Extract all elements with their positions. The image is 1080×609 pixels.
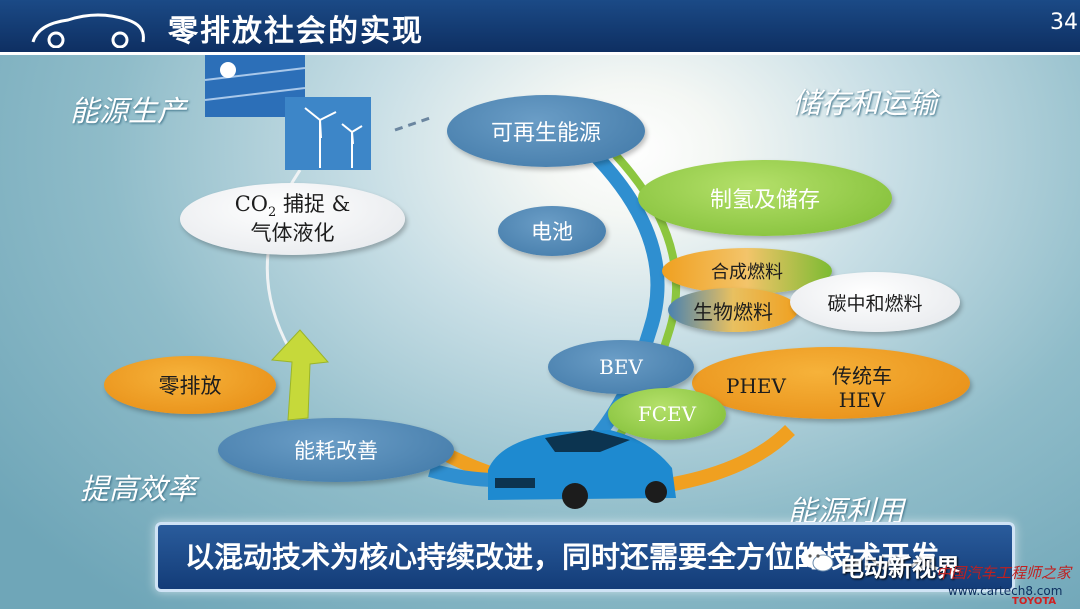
- node-traditional-vehicles: [692, 347, 970, 419]
- fuel-cell-car-icon: [488, 430, 676, 509]
- node-renewable-energy: 可再生能源: [447, 95, 645, 167]
- title-bar: [0, 0, 1080, 55]
- label-storage-transport: 储存和运输: [792, 86, 938, 120]
- label-energy-production: 能源生产: [70, 94, 187, 128]
- co2-capture-line2: 气体液化: [250, 221, 335, 246]
- node-fcev: FCEV: [608, 388, 726, 440]
- watermark-site-url: www.cartech8.com: [948, 584, 1063, 598]
- dashed-link: [394, 116, 431, 132]
- node-energy-saving: 能耗改善: [218, 418, 454, 482]
- node-co2-capture: CO2 捕捉 & 气体液化: [180, 183, 405, 255]
- node-bev: BEV: [548, 340, 694, 394]
- traditional-line2: HEV: [838, 388, 886, 412]
- green-up-arrow-icon: [270, 329, 330, 421]
- node-zero-emission: 零排放: [104, 356, 276, 414]
- page-number: 34: [1050, 10, 1078, 35]
- co2-capture-line1: CO2 捕捉 &: [234, 192, 351, 221]
- car-outline-logo-icon: [31, 13, 145, 48]
- node-phev-label: PHEV: [726, 374, 786, 398]
- watermark-site-cn: 中国汽车工程师之家: [936, 564, 1072, 582]
- watermark-wechat: 电动新视界: [840, 554, 960, 582]
- label-improve-efficiency: 提高效率: [80, 472, 197, 506]
- bottom-banner: [155, 522, 1015, 592]
- node-hydrogen-storage: 制氢及储存: [638, 160, 892, 236]
- node-battery: 电池: [498, 206, 606, 256]
- traditional-line1: 传统车: [832, 364, 892, 388]
- node-carbon-neutral-fuel: 碳中和燃料: [790, 272, 960, 332]
- node-traditional-label: 传统车 HEV: [832, 364, 892, 412]
- wechat-icon: [801, 548, 834, 572]
- page-title: 零排放社会的实现: [168, 14, 424, 49]
- node-biofuel: 生物燃料: [668, 288, 798, 332]
- wind-turbine-icon: [285, 97, 371, 170]
- watermark-brand: TOYOTA: [1012, 596, 1057, 607]
